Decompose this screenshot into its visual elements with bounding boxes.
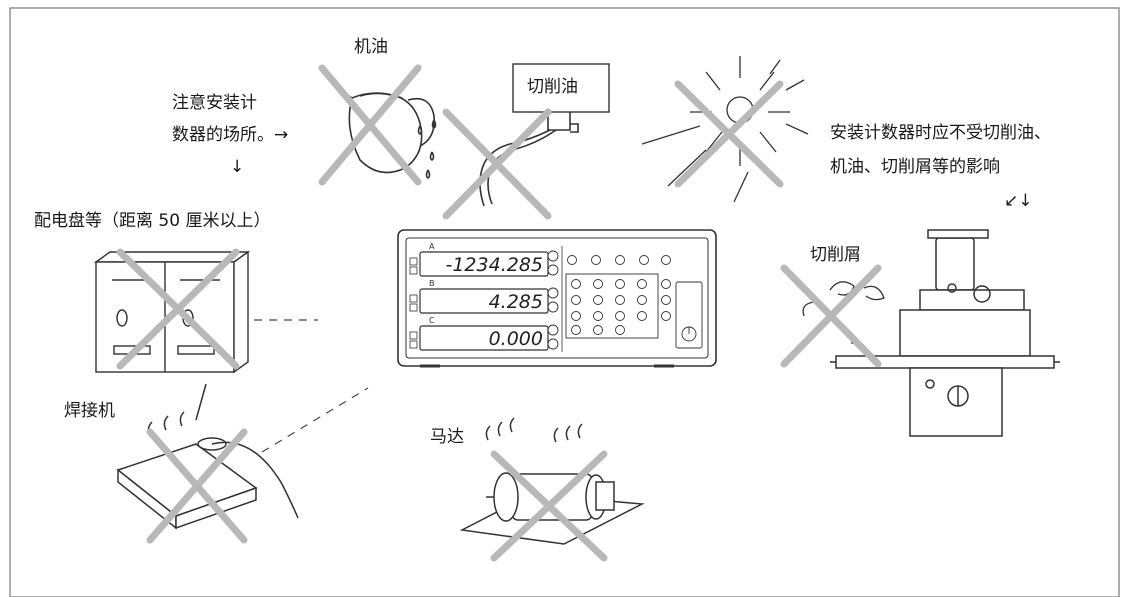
dashed-guides [254,319,369,453]
display-c-value: 0.000 [489,328,543,350]
label-motor: 马达 [430,427,464,447]
oil-drops [417,119,437,179]
counter-device [397,229,717,368]
row-letter-c: C [429,316,435,325]
cross-sun [674,80,784,188]
cross-cutting-oil [442,108,552,220]
counter-labels: A B C -1234.285 4.285 0.000 [429,242,543,350]
cross-panel [116,248,240,370]
label-cutting-oil: 切削油 [527,77,578,97]
label-right-line2: 机油、切削屑等的影响 [830,157,1000,177]
label-note-arrow: ↓ [230,157,245,177]
label-right-arrows: ↙↓ [1004,191,1033,211]
counter-keypad [565,255,703,349]
cutting-oil-box [512,63,610,113]
label-note-line2: 数器的场所。→ [172,125,289,145]
display-a-value: -1234.285 [445,254,543,276]
row-letter-a: A [429,242,435,251]
motor-illustration [459,417,645,545]
prohibited-crosses [116,64,882,562]
cross-welder [146,428,248,544]
label-panel: 配电盘等（距离 50 厘米以上） [34,211,271,231]
label-note-line1: 注意安装计 [172,93,257,113]
welder-illustration [116,383,299,530]
label-chips: 切削屑 [810,245,861,265]
milling-machine-illustration [830,229,1060,437]
label-welder: 焊接机 [64,401,115,421]
outer-frame [9,7,1120,597]
display-b-value: 4.285 [489,291,543,313]
cross-oil [318,64,422,186]
label-right-line1: 安装计数器时应不受切削油、 [830,123,1051,143]
cross-chips [780,264,882,368]
row-letter-b: B [429,279,435,288]
label-machine-oil: 机油 [354,37,388,57]
oil-jug-illustration [337,87,437,179]
cross-motor [490,450,608,562]
